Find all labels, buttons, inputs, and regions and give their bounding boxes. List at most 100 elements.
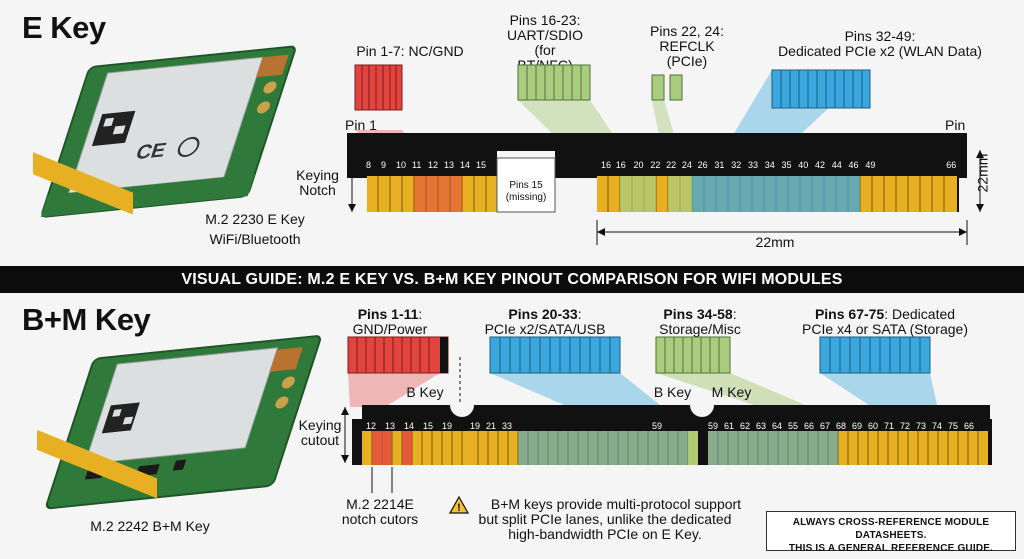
ekey-group-2-line1: Pins 16-23: xyxy=(509,12,581,28)
bmkey-pin-num: 21 xyxy=(486,421,497,431)
ekey-pin-num: 49 xyxy=(865,160,876,170)
bmkey-group-4-bold: Pins 67-75 xyxy=(814,306,885,322)
ekey-pin-num: 10 xyxy=(396,160,407,170)
ekey-pin-num: 31 xyxy=(714,160,725,170)
bmkey-green-block xyxy=(655,336,731,374)
bmkey-pin-numbers-left: 12 13 14 15 19 xyxy=(366,421,476,431)
bmkey-pin-num: 15 xyxy=(423,421,434,431)
bmkey-pin-num: 61 xyxy=(724,421,735,431)
ekey-pin-num: 12 xyxy=(428,160,439,170)
ekey-gold-fingers xyxy=(33,152,133,215)
bmkey-notch-caption-1: M.2 2214E xyxy=(346,496,414,512)
ekey-pin-num: 11 xyxy=(412,160,422,170)
ekey-group-3-line3: (PCIe) xyxy=(666,53,708,69)
bmkey-group-2-line2: PCIe x2/SATA/USB xyxy=(484,321,606,337)
ekey-pin-numbers-left: 8 9 10 11 12 13 14 15 xyxy=(366,160,496,170)
bmkey-pin-num: 55 xyxy=(788,421,799,431)
ekey-pin-num: 9 xyxy=(381,160,387,170)
ekey-pin-end-label: Pin xyxy=(945,117,966,133)
bmkey-pin-num: 68 xyxy=(836,421,847,431)
ekey-missing-2: (missing) xyxy=(505,192,547,203)
warning-line-3: high-bandwidth PCIe on E Key. xyxy=(508,526,702,542)
ekey-module-image: CE xyxy=(33,45,296,218)
warning-line-1: B+M keys provide multi-protocol support xyxy=(490,496,742,512)
ekey-group-3-line1: Pins 22, 24: xyxy=(650,23,724,39)
ekey-group-1-label: Pin 1-7: NC/GND xyxy=(356,43,464,59)
reference-note-line-2: THIS IS A GENERAL REFERENCE GUIDE. xyxy=(788,543,994,554)
ekey-pin-num: 42 xyxy=(815,160,826,170)
ekey-missing-1: Pins 15 xyxy=(509,180,543,191)
ekey-pin-num: 13 xyxy=(444,160,455,170)
bmkey-pin-num: 67 xyxy=(820,421,831,431)
bmkey-m-key-label: M Key xyxy=(711,384,752,400)
ekey-group-4-line2: Dedicated PCIe x2 (WLAN Data) xyxy=(778,43,982,59)
bmkey-pin-numbers-right: 59 61 62 63 64 55 66 67 68 69 60 71 72 7… xyxy=(708,421,988,431)
bmkey-red-block xyxy=(347,336,449,374)
reference-note-line-1: ALWAYS CROSS-REFERENCE MODULE DATASHEETS… xyxy=(792,517,990,541)
bmkey-pin-num: 66 xyxy=(804,421,815,431)
warning-line-2: but split PCIe lanes, unlike the dedicat… xyxy=(478,511,732,527)
ekey-pin-num: 46 xyxy=(848,160,859,170)
ekey-pin-num: 15 xyxy=(476,160,487,170)
bmkey-pin-num: 59 xyxy=(652,421,663,431)
bmkey-pin-num: 63 xyxy=(756,421,767,431)
bmkey-pin-num: 66 xyxy=(964,421,975,431)
bmkey-pin-num: 19 xyxy=(470,421,481,431)
ekey-pin-num: 20 xyxy=(633,160,644,170)
ekey-height-label: 22mm xyxy=(974,153,991,193)
ekey-pin-num: 26 xyxy=(697,160,708,170)
bmkey-pin-num: 74 xyxy=(932,421,943,431)
svg-text:!: ! xyxy=(457,502,461,514)
ekey-pin-num: 35 xyxy=(781,160,792,170)
ekey-keying-notch-2: Notch xyxy=(299,182,336,198)
ekey-pin-num: 16 xyxy=(601,160,612,170)
ekey-group-2-line2: UART/SDIO xyxy=(507,27,583,43)
bmkey-group-3-bold: Pins 34-58 xyxy=(663,306,733,322)
bmkey-pin-num: 73 xyxy=(916,421,927,431)
ekey-group-4-line1: Pins 32-49: xyxy=(844,28,916,44)
bmkey-pin-num: 69 xyxy=(852,421,863,431)
bmkey-blue-block-2 xyxy=(819,336,931,374)
bmkey-pin-num: 19 xyxy=(442,421,453,431)
bmkey-keying-cutout-2: cutout xyxy=(300,432,340,448)
bmkey-pin-num: 13 xyxy=(385,421,396,431)
ekey-pin-num: 22 xyxy=(666,160,677,170)
ekey-pin-num: 66 xyxy=(946,160,957,170)
bmkey-connector-diagram xyxy=(341,336,992,493)
bmkey-pin-numbers-mid: 19 21 33 59 xyxy=(470,421,700,431)
bmkey-pin-num: 59 xyxy=(708,421,719,431)
bmkey-b-key-label-2: B Key xyxy=(653,384,692,400)
ekey-pin1-label: Pin 1 xyxy=(345,117,377,133)
ekey-pin-num: 34 xyxy=(764,160,775,170)
bmkey-module-image xyxy=(37,335,321,510)
ekey-pin-num: 14 xyxy=(460,160,471,170)
bmkey-pin-num: 72 xyxy=(900,421,911,431)
bmkey-pin-num: 62 xyxy=(740,421,751,431)
ekey-group-3-line2: REFCLK xyxy=(659,38,715,54)
bmkey-title: B+M Key xyxy=(22,302,151,337)
bmkey-group-1-bold: Pins 1-11 xyxy=(357,306,419,322)
ekey-title: E Key xyxy=(22,10,106,45)
ekey-card-caption-1: M.2 2230 E Key xyxy=(205,211,305,227)
ekey-connector-diagram xyxy=(347,64,984,245)
warning-icon: ! xyxy=(448,495,470,514)
bmkey-group-2-bold: Pins 20-33 xyxy=(508,306,578,322)
ekey-pin-num: 24 xyxy=(681,160,692,170)
ekey-green-block xyxy=(517,64,591,101)
bmkey-group-4-line2: PCIe x4 or SATA (Storage) xyxy=(802,321,968,337)
ekey-pin-num: 32 xyxy=(731,160,742,170)
bmkey-pin-num: 75 xyxy=(948,421,959,431)
ekey-card-caption-2: WiFi/Bluetooth xyxy=(209,231,301,247)
ekey-width-label: 22mm xyxy=(745,235,805,250)
ekey-pin-numbers-right: 16 16 20 22 22 24 26 31 32 33 34 35 40 4… xyxy=(601,160,961,170)
reference-note: ALWAYS CROSS-REFERENCE MODULE DATASHEETS… xyxy=(766,511,1016,554)
bmkey-pin-num: 14 xyxy=(404,421,415,431)
bmkey-group-3-line2: Storage/Misc xyxy=(659,321,741,337)
bmkey-group-3-rest: : xyxy=(732,306,737,322)
ekey-pin-num: 16 xyxy=(615,160,626,170)
bmkey-group-1-rest: : xyxy=(418,306,423,322)
bmkey-notch-caption-2: notch cutors xyxy=(341,511,419,527)
bmkey-pin-num: 64 xyxy=(772,421,783,431)
bmkey-b-key-label: B Key xyxy=(406,384,444,400)
ekey-pin-num: 22 xyxy=(650,160,661,170)
